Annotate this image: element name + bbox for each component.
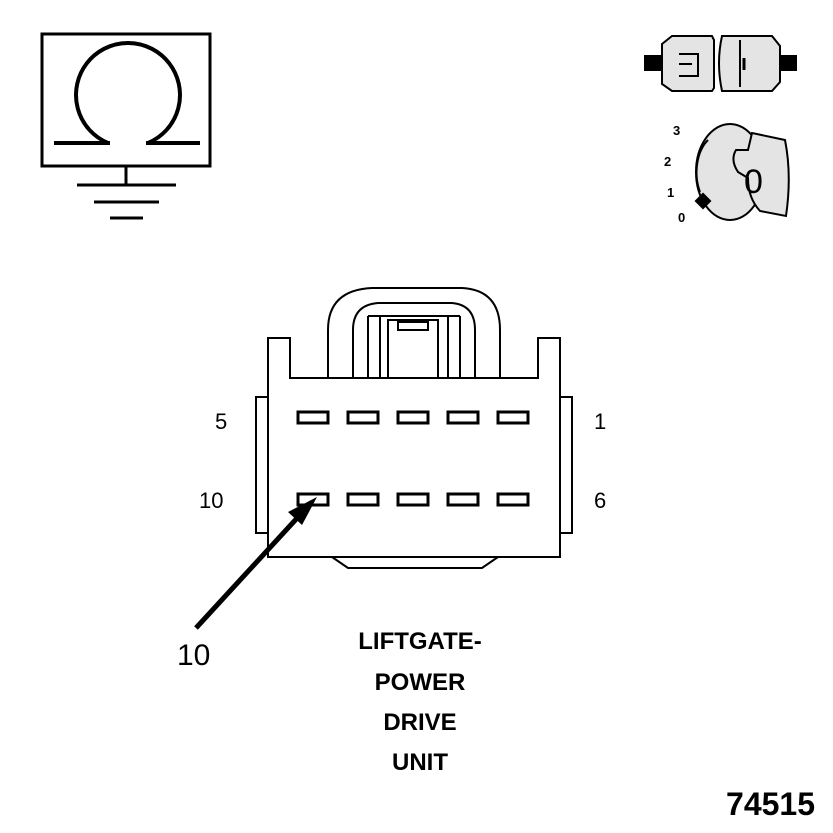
ignition-position-3: 3	[673, 123, 680, 138]
pin-label-10: 10	[199, 488, 223, 513]
callout-arrow	[194, 497, 317, 630]
caption-line-3: DRIVE	[383, 709, 456, 736]
pin-cavity-3	[396, 410, 430, 425]
pin-cavity-5	[296, 410, 330, 425]
connector-body	[267, 337, 561, 558]
connector-face	[255, 287, 573, 569]
connector-left-wire	[644, 55, 664, 71]
pin-cavity-10	[296, 492, 330, 507]
ignition-position-2: 2	[664, 154, 671, 169]
disconnected-connector-icon	[644, 35, 797, 92]
pin-cavity-6	[496, 492, 530, 507]
ohmmeter-frame	[40, 32, 212, 168]
caption-line-1: LIFTGATE-	[358, 628, 482, 655]
callout-label: 10	[177, 639, 210, 672]
omega-arc	[74, 41, 182, 145]
connector-male-latch	[679, 53, 699, 77]
pin-label-6: 6	[594, 488, 606, 513]
callout-arrow-shaft	[194, 514, 301, 630]
caption-line-2: POWER	[375, 669, 466, 696]
connector-side-rib-left	[255, 396, 269, 534]
connector-lock-tab	[387, 319, 439, 379]
connector-side-rib-right	[559, 396, 573, 534]
callout-arrow-head	[288, 497, 317, 525]
ignition-arc	[695, 139, 709, 193]
ohmmeter-ground-icon	[40, 32, 212, 220]
pin-cavity-4	[346, 410, 380, 425]
pin-label-5: 5	[215, 409, 227, 434]
pin-cavity-8	[396, 492, 430, 507]
ignition-indicator	[694, 192, 712, 210]
connector-latch-outer	[327, 287, 501, 378]
caption-line-4: UNIT	[392, 749, 448, 776]
ignition-position-1: 1	[667, 185, 674, 200]
pin-label-1: 1	[594, 409, 606, 434]
pin-cavity-9	[346, 492, 380, 507]
connector-right-wire	[779, 55, 797, 71]
ignition-position-0: 0	[678, 210, 685, 225]
ignition-key-letter: 0	[744, 163, 763, 201]
pin-cavity-7	[446, 492, 480, 507]
connector-latch-inner	[352, 302, 476, 378]
connector-lock-window	[397, 321, 429, 331]
ignition-key-head	[732, 131, 790, 218]
connector-bottom-key	[331, 556, 499, 569]
connector-female-half	[718, 35, 781, 92]
pin-cavity-2	[446, 410, 480, 425]
figure-number: 74515	[726, 786, 815, 822]
pin-cavity-1	[496, 410, 530, 425]
ignition-key-icon: 3 2 1 0 0	[664, 123, 790, 225]
